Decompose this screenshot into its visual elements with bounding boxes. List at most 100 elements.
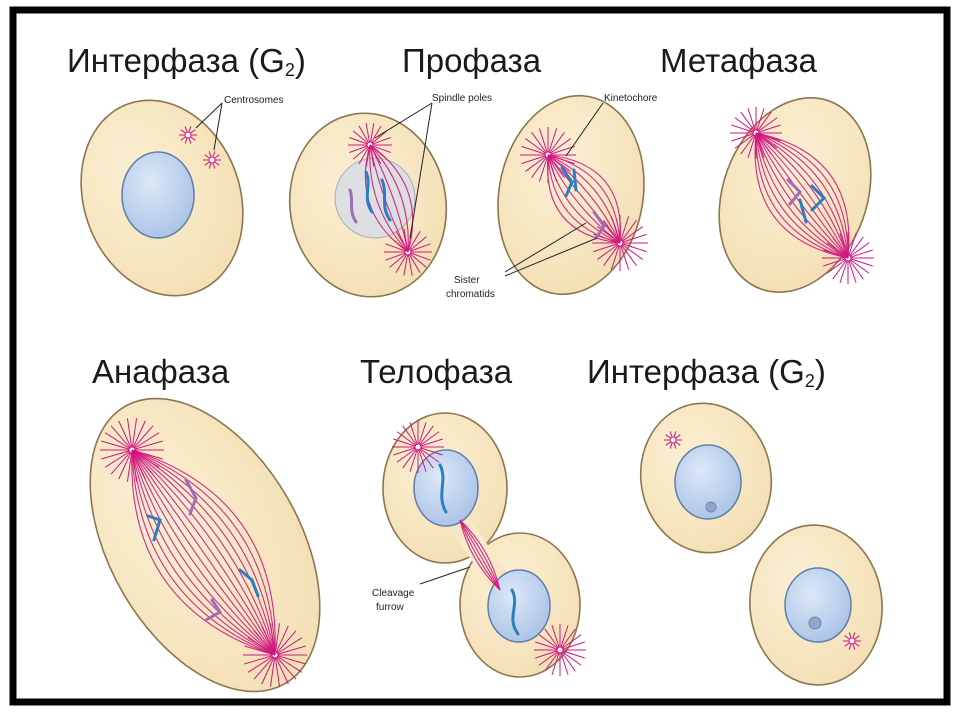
spindle-pole (131, 420, 146, 451)
spindle-pole (525, 154, 549, 172)
spindle-fiber (547, 154, 621, 244)
spindle-pole (407, 251, 413, 276)
chromatid (348, 188, 358, 224)
spindle-pole (407, 236, 427, 253)
spindle-fiber (131, 449, 276, 656)
nucleus-telophase-upper (413, 449, 479, 527)
centrosome (669, 436, 677, 444)
spindle-pole (407, 251, 427, 268)
spindle-pole (847, 233, 857, 259)
label-spindle-poles: Spindle poles (432, 93, 492, 104)
nucleus-daughter-2 (784, 567, 852, 643)
spindle-pole (417, 425, 434, 448)
spindle-pole (559, 649, 576, 672)
spindle-pole (131, 440, 163, 451)
spindle-pole (731, 124, 757, 134)
chromosomes (146, 166, 827, 636)
spindle-pole (521, 145, 549, 156)
spindle-pole (847, 257, 870, 274)
spindle-fiber (131, 449, 276, 656)
spindle-pole (747, 132, 757, 158)
spindle-fiber (547, 154, 621, 244)
spindle-fiber (755, 132, 849, 259)
spindle-fiber (131, 449, 276, 656)
spindle-fiber (131, 449, 276, 656)
spindle-pole (407, 243, 431, 253)
spindle-pole (358, 144, 371, 165)
spindle-pole (619, 242, 647, 253)
chromatid (572, 168, 578, 192)
spindle-fiber (755, 132, 849, 259)
dissolving-nucleus (334, 157, 416, 239)
spindle-pole (393, 438, 419, 448)
spindle-pole (731, 132, 757, 142)
chromatid (184, 478, 198, 516)
spindle-pole (619, 226, 643, 244)
spindle-fiber (547, 154, 621, 244)
spindle-pole (619, 242, 637, 266)
chromatid (786, 178, 803, 206)
nucleus-telophase-lower (487, 569, 551, 643)
spindle-pole (538, 634, 561, 651)
chromatid (146, 514, 162, 542)
spindle-pole (274, 645, 306, 656)
spindle-pole (244, 654, 276, 665)
spindle-fiber (755, 132, 849, 259)
spindle-pole (414, 443, 422, 451)
spindle-pole (747, 108, 757, 134)
spindle-pole (538, 154, 549, 182)
spindle-pole (274, 654, 306, 665)
spindle-pole (839, 257, 849, 283)
spindle-pole (365, 123, 371, 146)
spindle-pole (547, 145, 575, 156)
spindle-pole (544, 628, 561, 651)
spindle-fiber (131, 449, 276, 656)
nucleolus (705, 501, 717, 513)
spindle-pole (547, 132, 565, 156)
spindle-pole (610, 242, 621, 270)
spindle-pole (104, 449, 133, 468)
spindle-pole (740, 111, 757, 134)
spindle-pole (407, 251, 421, 274)
spindle-fiber (369, 144, 409, 253)
label-kinetochore: Kinetochore (604, 93, 658, 104)
spindle-pole (385, 251, 409, 261)
spindle-pole (619, 242, 630, 270)
spindle-fiber (131, 449, 276, 656)
spindle-pole (847, 236, 864, 259)
spindle-pole (369, 144, 391, 153)
spindle-pole (417, 446, 427, 472)
spindle-pole (402, 425, 419, 448)
spindle-pole (358, 125, 371, 146)
chromatid (510, 588, 520, 636)
spindle-pole (274, 654, 303, 673)
chromatid (238, 568, 260, 598)
chromatid (364, 170, 374, 214)
spindle-fiber (755, 132, 849, 259)
spindle-pole (118, 449, 133, 480)
spindle-pole (847, 249, 873, 259)
spindle-pole (417, 446, 434, 469)
spindle-pole (740, 132, 757, 155)
spindle-pole (538, 128, 549, 156)
label-chromatids: chromatids (446, 289, 495, 300)
spindle-pole (556, 646, 564, 654)
spindle-pole (593, 242, 621, 253)
spindle-pole (385, 243, 409, 253)
spindle-pole (559, 641, 585, 651)
spindle-pole (547, 138, 571, 156)
spindle-fiber (131, 449, 276, 656)
spindle-pole (409, 446, 419, 472)
spindle-pole (847, 242, 870, 259)
title-prophase: Профаза (402, 42, 542, 79)
spindle-pole (269, 654, 276, 687)
spindle-fiber (459, 519, 501, 591)
spindle-pole (393, 446, 419, 456)
spindle-pole (126, 418, 133, 451)
label-cleavage: Cleavage (372, 588, 415, 599)
spindle-pole (525, 138, 549, 156)
spindle-fiber (755, 132, 850, 259)
spindle-fiber (755, 132, 849, 259)
